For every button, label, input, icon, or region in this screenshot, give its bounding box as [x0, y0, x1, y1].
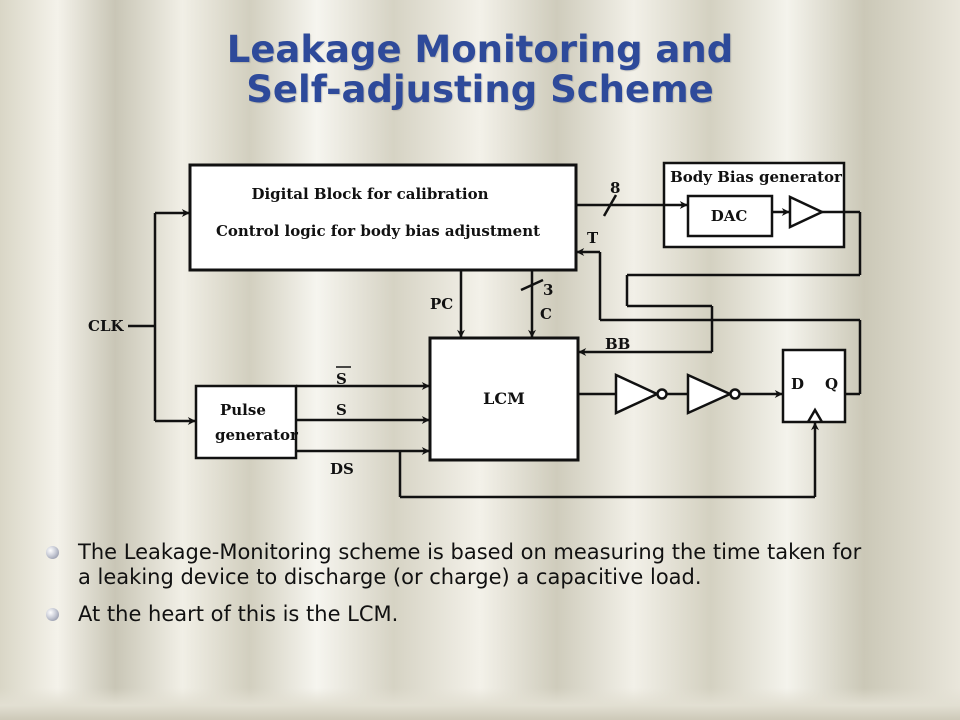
bullet-dot-icon: [46, 608, 59, 621]
title-line-2: Self-adjusting Scheme: [246, 68, 714, 111]
bullet-list: The Leakage-Monitoring scheme is based o…: [42, 540, 872, 639]
bullet-text: The Leakage-Monitoring scheme is based o…: [78, 540, 862, 589]
bb-label: BB: [605, 335, 630, 353]
clk-label: CLK: [88, 317, 124, 335]
t-label: T: [587, 229, 599, 247]
buffer-symbol: [788, 195, 825, 229]
bus-width-3-label: 3: [543, 281, 553, 299]
bullet-item: The Leakage-Monitoring scheme is based o…: [42, 540, 872, 590]
body-bias-generator-label: Body Bias generator: [670, 168, 843, 186]
pulse-generator-label-1: Pulse: [220, 401, 266, 419]
dff-d-label: D: [791, 375, 804, 393]
lcm-label: LCM: [483, 389, 525, 408]
title-line-1: Leakage Monitoring and: [226, 28, 734, 71]
digital-block-label-2: Control logic for body bias adjustment: [216, 222, 540, 240]
bus-width-8-label: 8: [610, 179, 620, 197]
inverter-2: [686, 373, 734, 415]
c-label: C: [540, 305, 552, 323]
bullet-text: At the heart of this is the LCM.: [78, 602, 399, 626]
dac-label: DAC: [711, 207, 748, 225]
slide-title: Leakage Monitoring and Self-adjusting Sc…: [0, 30, 960, 110]
inverter-1: [614, 373, 660, 415]
pc-label: PC: [430, 295, 453, 313]
page-curl-decoration: [0, 688, 960, 720]
s-label: S: [336, 401, 347, 419]
pulse-generator-label-2: generator: [215, 426, 299, 444]
ds-label: DS: [330, 460, 354, 478]
lcm-block: [428, 336, 580, 462]
bullet-item: At the heart of this is the LCM.: [42, 602, 872, 627]
s-bar-label: S: [336, 370, 347, 388]
pulse-generator-block: [194, 384, 298, 460]
digital-block-label-1: Digital Block for calibration: [251, 185, 488, 203]
bullet-dot-icon: [46, 546, 59, 559]
dff-q-label: Q: [825, 375, 838, 393]
digital-block: [188, 163, 578, 272]
dac-block: [686, 194, 774, 238]
